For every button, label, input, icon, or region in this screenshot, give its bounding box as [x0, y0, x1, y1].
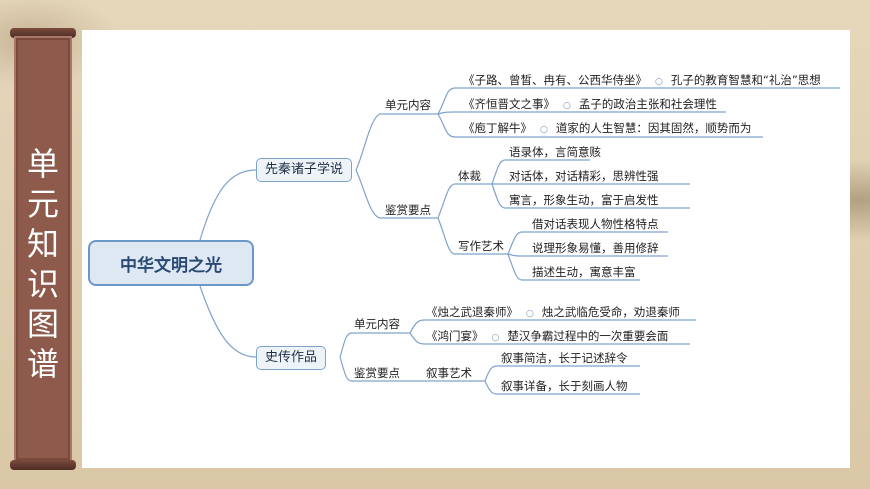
connector [355, 169, 438, 219]
connector [437, 113, 763, 138]
writing-item[interactable]: 描述生动，寓意丰富 [532, 265, 636, 279]
work-summary: 道家的人生智慧：因其固然，顺势而为 [555, 121, 752, 135]
unit-item[interactable]: 《子路、曾皙、冉有、公西华侍坐》 ○ 孔子的教育智慧和“礼治”思想 [463, 73, 821, 89]
connector [484, 380, 640, 395]
work-summary: 烛之武临危受命，劝退秦师 [541, 305, 680, 319]
narrative-item[interactable]: 叙事简洁，长于记述辞令 [501, 351, 628, 365]
genre-item[interactable]: 寓言，形象生动，富于启发性 [509, 193, 659, 207]
connector [437, 87, 840, 115]
writing-item[interactable]: 借对话表现人物性格特点 [532, 217, 659, 231]
branch-historical-biographies[interactable]: 史传作品 [256, 346, 327, 370]
connector [355, 113, 438, 171]
connector [339, 356, 410, 382]
work-title: 《子路、曾皙、冉有、公西华侍坐》 [463, 73, 647, 87]
connector [507, 253, 640, 281]
connector [409, 332, 690, 345]
circle-icon: ○ [655, 77, 663, 87]
scroll-body: 单 元 知 识 图 谱 [14, 36, 72, 462]
title-scroll: 单 元 知 识 图 谱 [10, 28, 76, 470]
genre-item[interactable]: 语录体，言简意赅 [509, 145, 601, 159]
connector [507, 253, 668, 257]
circle-icon: ○ [491, 333, 500, 343]
narrative-art-label[interactable]: 叙事艺术 [426, 366, 472, 380]
work-title: 《鸿门宴》 [426, 329, 484, 343]
connector [199, 169, 257, 241]
sidebar-title-char: 识 [26, 265, 59, 303]
work-summary: 孔子的教育智慧和“礼治”思想 [670, 73, 821, 87]
sidebar-title: 单 元 知 识 图 谱 [14, 144, 72, 384]
root-topic[interactable]: 中华文明之光 [88, 240, 254, 286]
unit-item[interactable]: 《齐恒晋文之事》 ○ 孟子的政治主张和社会理性 [463, 97, 717, 113]
writing-art-label[interactable]: 写作艺术 [458, 239, 504, 253]
connector [199, 285, 257, 358]
connector [437, 183, 492, 219]
connector [339, 332, 410, 358]
appreciation-label[interactable]: 鉴赏要点 [385, 203, 431, 217]
unit-item[interactable]: 《庖丁解牛》 ○ 道家的人生智慧：因其固然，顺势而为 [463, 121, 751, 137]
sidebar-title-char: 单 [26, 145, 59, 183]
sidebar-title-char: 知 [26, 225, 59, 263]
work-title: 《烛之武退秦师》 [426, 305, 518, 319]
appreciation-label[interactable]: 鉴赏要点 [354, 366, 400, 380]
genre-item[interactable]: 对话体，对话精彩，思辨性强 [509, 169, 659, 183]
writing-item[interactable]: 说理形象易懂，善用修辞 [532, 241, 659, 255]
connector [491, 183, 690, 209]
sidebar-title-char: 图 [26, 305, 59, 343]
sidebar-title-char: 谱 [26, 345, 59, 383]
connector [491, 159, 590, 185]
unit-item[interactable]: 《烛之武退秦师》 ○ 烛之武临危受命，劝退秦师 [426, 305, 680, 321]
circle-icon: ○ [540, 125, 548, 135]
unit-content-label[interactable]: 单元内容 [354, 317, 400, 331]
connector [484, 365, 640, 382]
branch-pre-qin-philosophers[interactable]: 先秦诸子学说 [256, 158, 353, 182]
scroll-rod-bottom [10, 460, 76, 470]
circle-icon: ○ [526, 309, 534, 319]
work-title: 《齐恒晋文之事》 [463, 97, 555, 111]
unit-content-label[interactable]: 单元内容 [385, 98, 431, 112]
connector [507, 231, 668, 255]
connector [409, 319, 696, 334]
unit-item[interactable]: 《鸿门宴》 ○ 楚汉争霸过程中的一次重要会面 [426, 329, 668, 345]
scroll-rod-top [10, 28, 76, 38]
work-summary: 孟子的政治主张和社会理性 [578, 97, 717, 111]
connector [437, 217, 508, 255]
genre-label[interactable]: 体裁 [458, 169, 481, 183]
narrative-item[interactable]: 叙事详备，长于刻画人物 [501, 379, 628, 393]
sidebar-title-char: 元 [26, 185, 59, 223]
connector [437, 111, 726, 115]
work-title: 《庖丁解牛》 [463, 121, 532, 135]
work-summary: 楚汉争霸过程中的一次重要会面 [507, 329, 669, 343]
circle-icon: ○ [563, 101, 571, 111]
